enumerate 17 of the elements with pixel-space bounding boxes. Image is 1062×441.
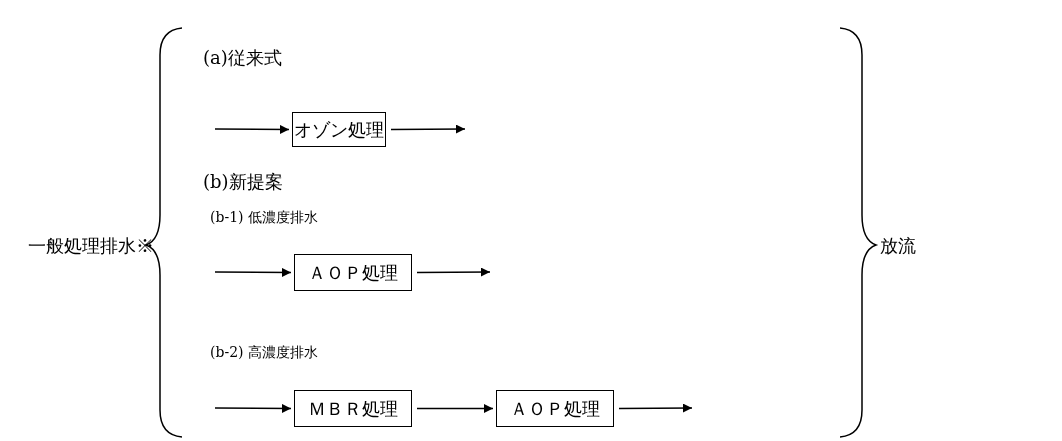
process-box: オゾン処理 — [292, 112, 386, 147]
arrow — [416, 404, 494, 413]
label: (b)新提案 — [203, 170, 283, 194]
arrow — [214, 403, 292, 413]
arrow — [618, 403, 693, 413]
arrow — [214, 124, 290, 134]
subheading: (b-2) 高濃度排水 — [210, 344, 318, 362]
process-box: ＡＯＰ処理 — [496, 390, 614, 427]
process-box: ＭＢＲ処理 — [294, 390, 412, 427]
process-box: ＡＯＰ処理 — [294, 254, 412, 291]
label: 放流 — [880, 234, 916, 258]
subheading: (b-1) 低濃度排水 — [210, 209, 318, 227]
label: (a)従来式 — [203, 46, 282, 70]
arrow — [390, 124, 466, 134]
label: 一般処理排水※ — [28, 234, 154, 258]
arrow — [416, 267, 491, 277]
arrow — [214, 267, 292, 277]
